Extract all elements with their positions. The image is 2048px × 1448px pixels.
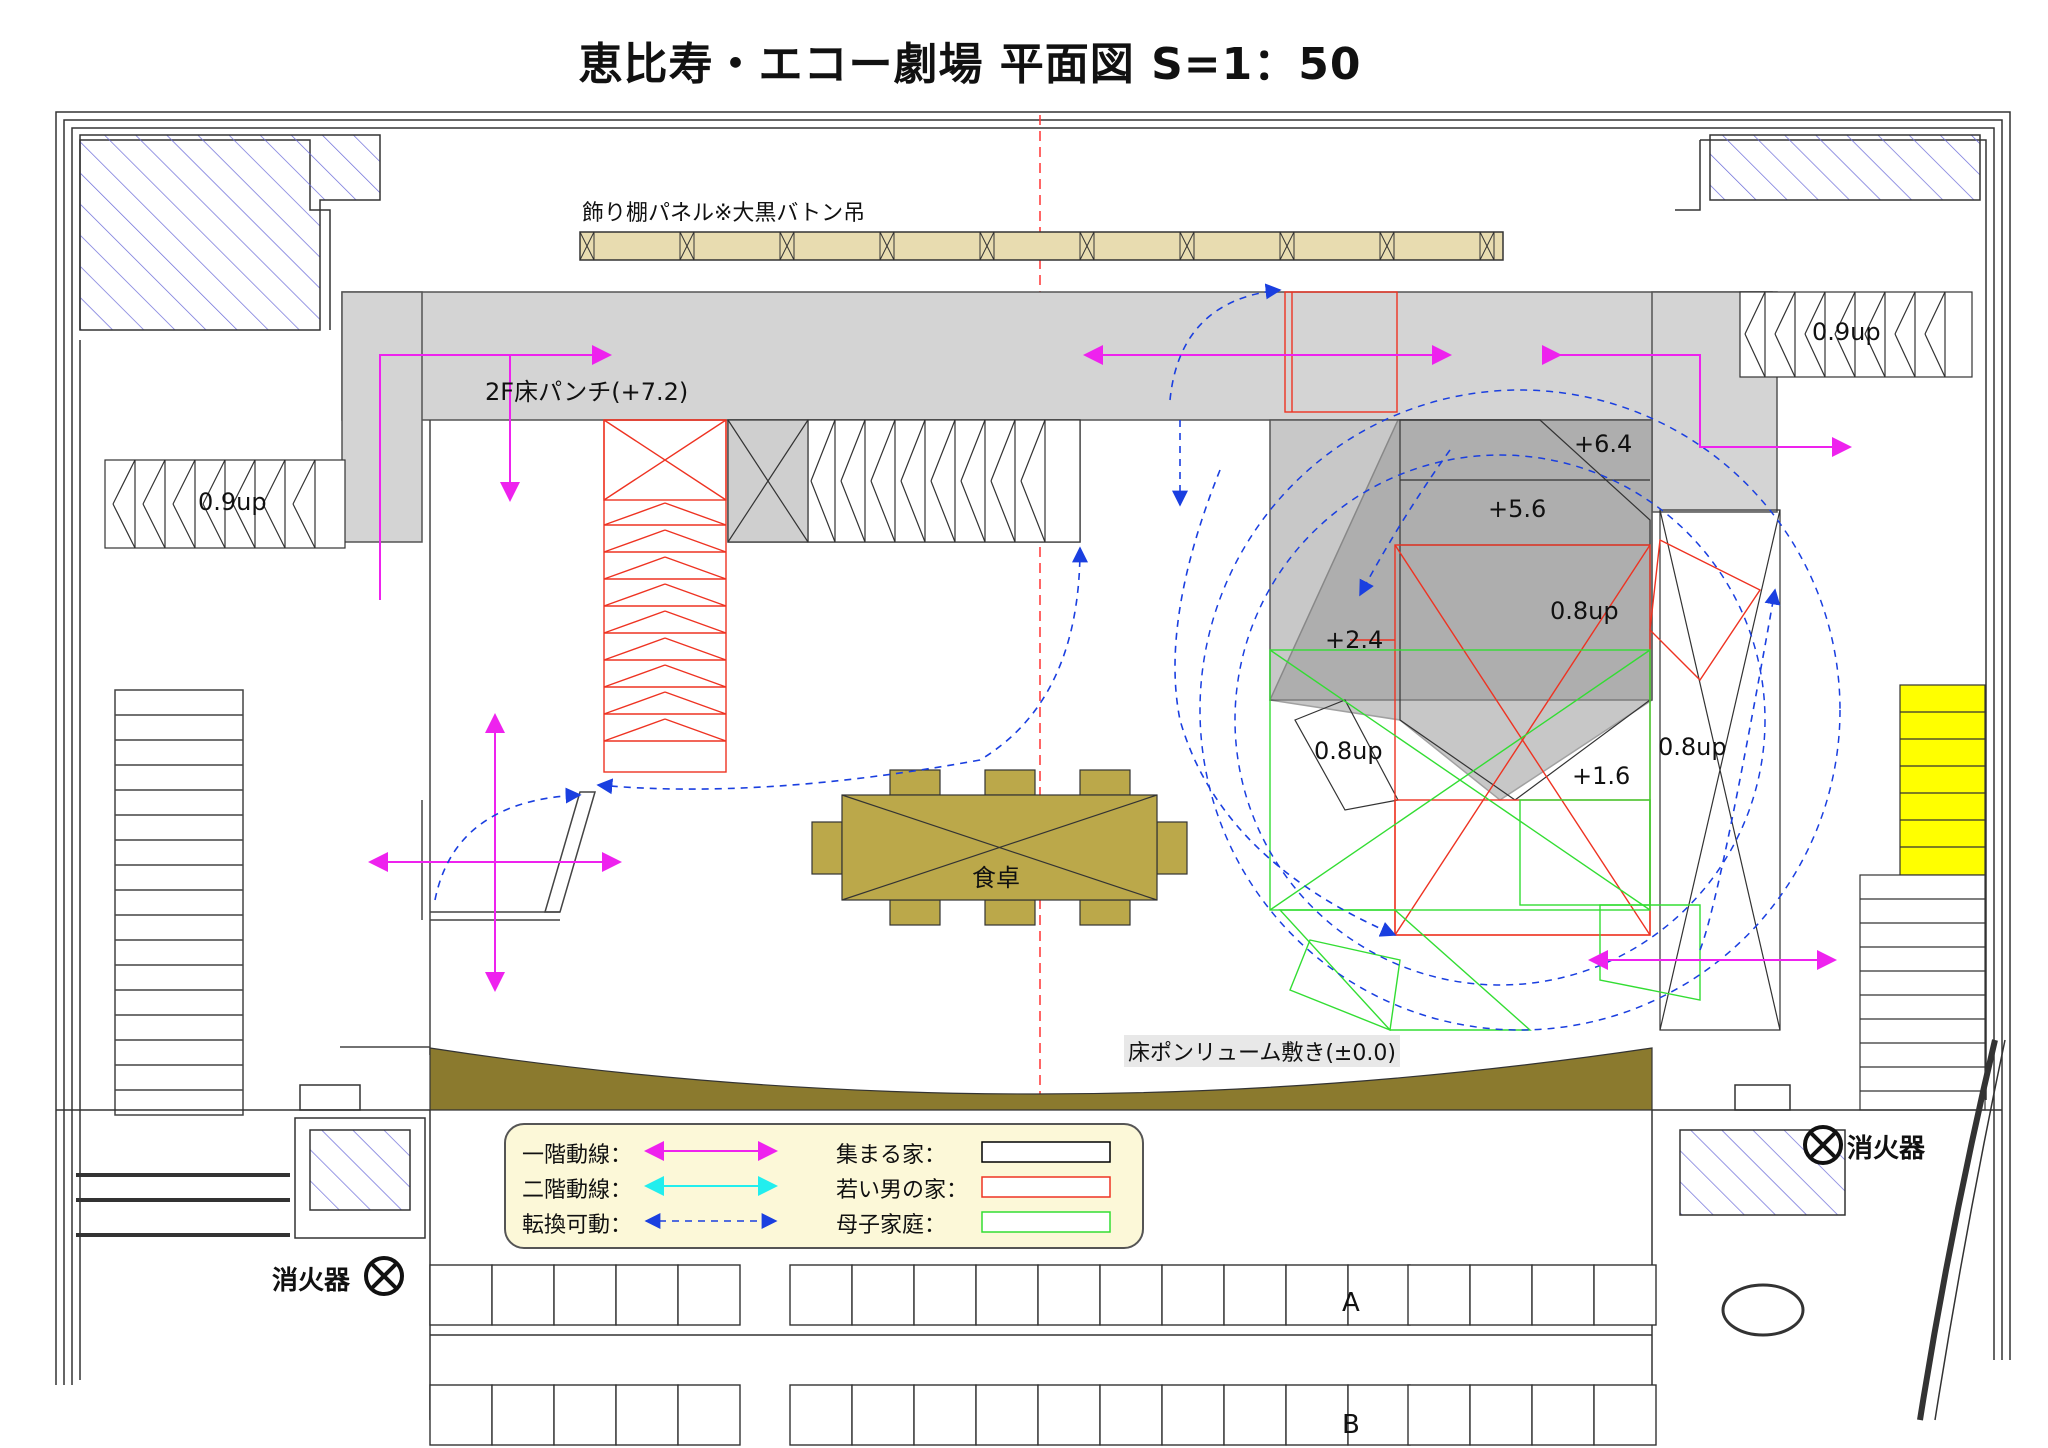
legend-swatches	[644, 1141, 1111, 1233]
legend-mother-label: 母子家庭：	[836, 1213, 947, 1238]
page-title: 恵比寿・エコー劇場 平面図 S=1：50	[578, 39, 1362, 90]
up-label-08-c: 0.8up	[1658, 733, 1727, 761]
gallery-stairs	[727, 419, 1081, 543]
level-label-2-4: +2.4	[1325, 626, 1384, 654]
seat-row-a-label: A	[1342, 1288, 1360, 1318]
up-label-08-b: 0.8up	[1314, 737, 1383, 765]
floor1-flow-arrows	[368, 345, 1852, 992]
extinguisher-label-left: 消火器	[272, 1266, 351, 1296]
up-label-right: 0.9up	[1812, 318, 1881, 346]
grey-gallery	[341, 291, 1778, 801]
shelf-panel	[579, 231, 1504, 261]
legend-mother-swatch	[981, 1211, 1111, 1233]
legend-floor1-label: 一階動線：	[522, 1143, 633, 1168]
level-label-1-6: +1.6	[1572, 762, 1631, 790]
legend-young-label: 若い男の家：	[836, 1178, 969, 1203]
level-label-6-4: +6.4	[1574, 430, 1633, 458]
legend-gather-label: 集まる家：	[836, 1143, 947, 1168]
rotation-arcs	[1199, 389, 1841, 1031]
left-partitions	[114, 420, 596, 1116]
movable-flow-arrows	[434, 283, 1781, 951]
legend: 一階動線： 二階動線： 転換可動： 集まる家： 若い男の家： 母子家庭：	[504, 1123, 1144, 1249]
extinguisher-icon	[364, 1125, 1843, 1296]
seat-row-b-label: B	[1342, 1410, 1360, 1440]
mother-child-house	[1269, 649, 1701, 1031]
up-label-08-a: 0.8up	[1550, 597, 1619, 625]
level-label-5-6: +5.6	[1488, 495, 1547, 523]
floor-punch-label: 2F床パンチ(+7.2)	[485, 378, 689, 406]
legend-gather-swatch	[981, 1141, 1111, 1163]
lower-structure	[56, 1039, 2006, 1421]
legend-movable-label: 転換可動：	[522, 1213, 633, 1238]
floor-vinyl-label: 床ポンリューム敷き(±0.0)	[1124, 1035, 1400, 1067]
extinguisher-label-right: 消火器	[1847, 1134, 1926, 1164]
stair-left	[104, 459, 346, 549]
dining-table	[811, 769, 1188, 926]
stage-front	[429, 1047, 1653, 1111]
seating	[429, 1264, 1657, 1446]
red-staircase	[603, 419, 727, 773]
shelf-panel-label: 飾り棚パネル※大黒バトン吊	[582, 201, 866, 226]
hatched-blocks	[79, 134, 1981, 1216]
yellow-block	[1859, 684, 1986, 1111]
legend-floor2-label: 二階動線：	[522, 1178, 633, 1203]
stair-right	[1739, 291, 1973, 378]
up-label-left: 0.9up	[198, 488, 267, 516]
dining-table-label: 食卓	[972, 864, 1020, 892]
legend-young-swatch	[981, 1176, 1111, 1198]
